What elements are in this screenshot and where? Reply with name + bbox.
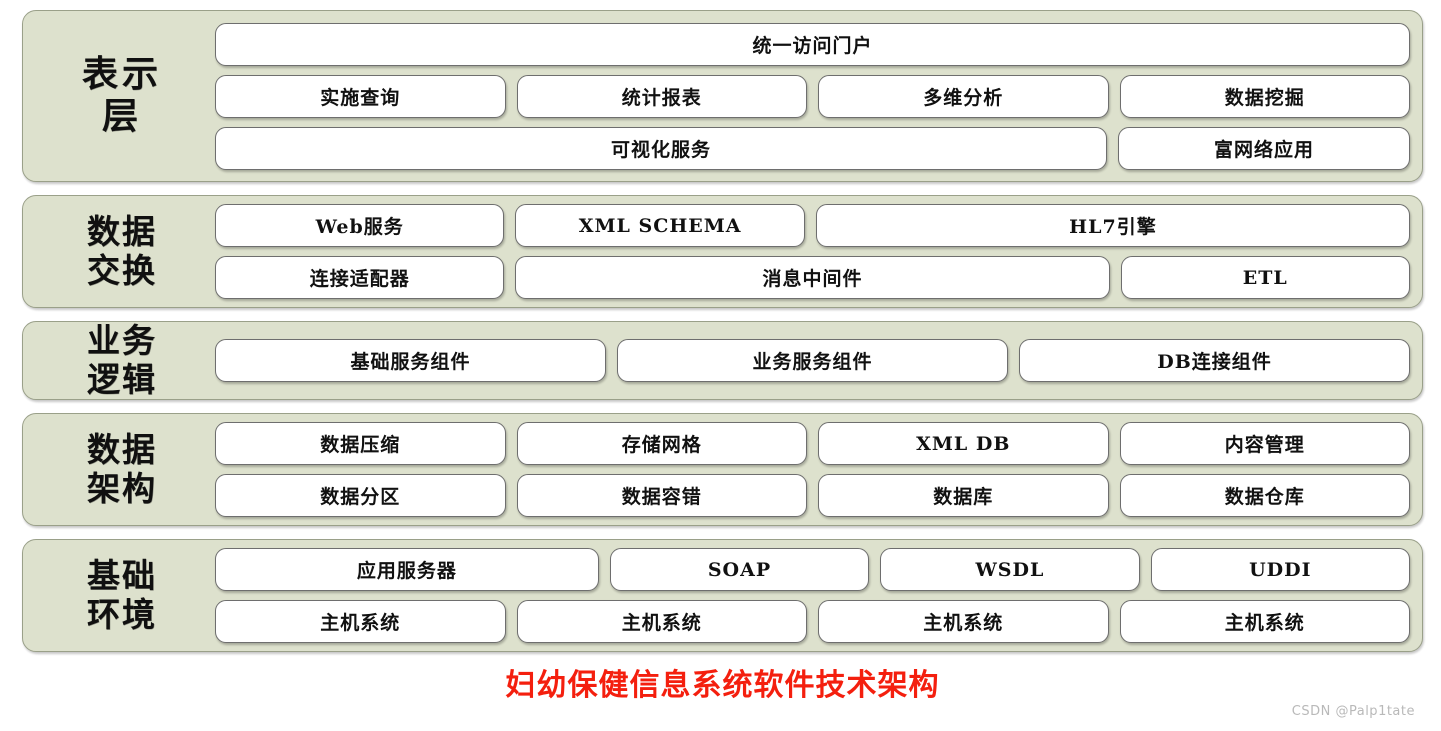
node-business-service-component[interactable]: 业务服务组件 <box>617 339 1008 382</box>
node-data-warehouse[interactable]: 数据仓库 <box>1119 474 1410 517</box>
layer-infrastructure-row-1: 应用服务器 SOAP WSDL UDDI <box>215 548 1410 591</box>
layer-presentation-row-2: 实施查询 统计报表 多维分析 数据挖掘 <box>215 74 1410 118</box>
node-content-management[interactable]: 内容管理 <box>1119 422 1410 465</box>
layer-rows-infrastructure: 应用服务器 SOAP WSDL UDDI 主机系统 主机系统 主机系统 主机系统 <box>215 548 1410 643</box>
node-visualization-service[interactable]: 可视化服务 <box>215 126 1108 170</box>
node-storage-grid[interactable]: 存储网格 <box>516 422 807 465</box>
node-basic-service-component[interactable]: 基础服务组件 <box>215 339 606 382</box>
layer-data-exchange: 数据 交换 Web服务 XML SCHEMA HL7引擎 连接适配器 消息中间件… <box>22 195 1423 308</box>
layer-label-data-architecture: 数据 架构 <box>87 430 157 508</box>
node-message-middleware[interactable]: 消息中间件 <box>515 256 1110 299</box>
layer-presentation-row-3: 可视化服务 富网络应用 <box>215 126 1410 170</box>
node-host-system-4[interactable]: 主机系统 <box>1119 600 1410 643</box>
layer-label-business-logic: 业务 逻辑 <box>87 321 157 399</box>
layer-business-logic: 业务 逻辑 基础服务组件 业务服务组件 DB连接组件 <box>22 321 1423 400</box>
node-db-connection-component[interactable]: DB连接组件 <box>1019 339 1410 382</box>
layer-label-presentation: 表示 层 <box>81 53 162 137</box>
layer-infrastructure-row-2: 主机系统 主机系统 主机系统 主机系统 <box>215 600 1410 643</box>
layer-data-exchange-row-1: Web服务 XML SCHEMA HL7引擎 <box>215 204 1410 247</box>
node-multidimensional-analysis[interactable]: 多维分析 <box>818 74 1109 118</box>
layer-data-exchange-row-2: 连接适配器 消息中间件 ETL <box>215 256 1410 299</box>
layer-data-architecture-row-1: 数据压缩 存储网格 XML DB 内容管理 <box>215 422 1410 465</box>
node-database[interactable]: 数据库 <box>818 474 1109 517</box>
layer-data-architecture-row-2: 数据分区 数据容错 数据库 数据仓库 <box>215 474 1410 517</box>
layer-label-data-exchange: 数据 交换 <box>87 212 157 290</box>
node-data-partition[interactable]: 数据分区 <box>215 474 506 517</box>
diagram-caption: 妇幼保健信息系统软件技术架构 <box>505 668 940 703</box>
layer-rows-business-logic: 基础服务组件 业务服务组件 DB连接组件 <box>215 339 1410 382</box>
csdn-watermark: CSDN @Palp1tate <box>1291 704 1415 719</box>
node-host-system-2[interactable]: 主机系统 <box>516 600 807 643</box>
node-data-mining[interactable]: 数据挖掘 <box>1119 74 1410 118</box>
node-wsdl[interactable]: WSDL <box>880 548 1140 591</box>
layer-presentation: 表示 层 统一访问门户 实施查询 统计报表 多维分析 数据挖掘 可视化服务 富网… <box>22 10 1423 182</box>
node-uddi[interactable]: UDDI <box>1150 548 1410 591</box>
node-data-compression[interactable]: 数据压缩 <box>215 422 506 465</box>
layer-rows-data-architecture: 数据压缩 存储网格 XML DB 内容管理 数据分区 数据容错 数据库 数据仓库 <box>215 422 1410 517</box>
layer-label-infrastructure: 基础 环境 <box>87 556 157 634</box>
node-rich-internet-application[interactable]: 富网络应用 <box>1118 126 1410 170</box>
node-hl7-engine[interactable]: HL7引擎 <box>815 204 1410 247</box>
node-host-system-3[interactable]: 主机系统 <box>818 600 1109 643</box>
node-unified-portal[interactable]: 统一访问门户 <box>215 22 1410 66</box>
layer-infrastructure: 基础 环境 应用服务器 SOAP WSDL UDDI 主机系统 主机系统 主机系… <box>22 539 1423 652</box>
node-host-system-1[interactable]: 主机系统 <box>215 600 506 643</box>
node-xml-schema[interactable]: XML SCHEMA <box>515 204 805 247</box>
node-implementation-query[interactable]: 实施查询 <box>215 74 506 118</box>
node-soap[interactable]: SOAP <box>609 548 870 591</box>
node-connection-adapter[interactable]: 连接适配器 <box>215 256 505 299</box>
node-statistical-report[interactable]: 统计报表 <box>516 74 807 118</box>
layer-data-architecture: 数据 架构 数据压缩 存储网格 XML DB 内容管理 数据分区 数据容错 数据… <box>22 413 1423 526</box>
node-etl[interactable]: ETL <box>1120 256 1410 299</box>
layer-rows-presentation: 统一访问门户 实施查询 统计报表 多维分析 数据挖掘 可视化服务 富网络应用 <box>215 22 1410 170</box>
node-xml-db[interactable]: XML DB <box>818 422 1109 465</box>
node-application-server[interactable]: 应用服务器 <box>215 548 599 591</box>
layer-business-logic-row-1: 基础服务组件 业务服务组件 DB连接组件 <box>215 339 1410 382</box>
layer-rows-data-exchange: Web服务 XML SCHEMA HL7引擎 连接适配器 消息中间件 ETL <box>215 204 1410 299</box>
node-web-service[interactable]: Web服务 <box>215 204 505 247</box>
node-data-fault-tolerance[interactable]: 数据容错 <box>516 474 807 517</box>
layer-presentation-row-1: 统一访问门户 <box>215 22 1410 66</box>
